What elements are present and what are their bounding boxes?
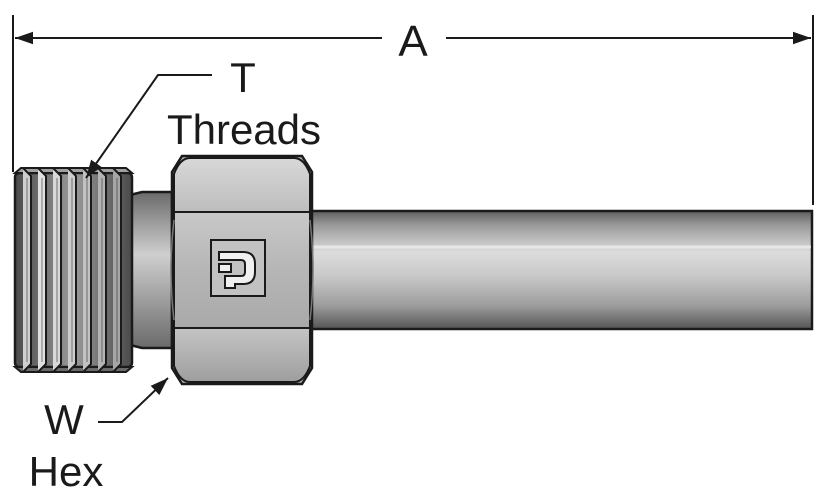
hex-callout-symbol: W <box>44 396 84 443</box>
thread-leader-line <box>85 74 212 179</box>
thread-section <box>12 167 135 373</box>
hex-leader-line <box>98 377 169 423</box>
thread-callout-symbol: T <box>230 54 256 101</box>
hex-callout-label: Hex <box>29 448 104 492</box>
dimension-a-label: A <box>398 17 428 66</box>
thread-neck <box>128 190 174 350</box>
parker-logo-icon <box>210 239 266 297</box>
thread-callout-label: Threads <box>167 106 321 153</box>
tube-body <box>298 209 814 331</box>
